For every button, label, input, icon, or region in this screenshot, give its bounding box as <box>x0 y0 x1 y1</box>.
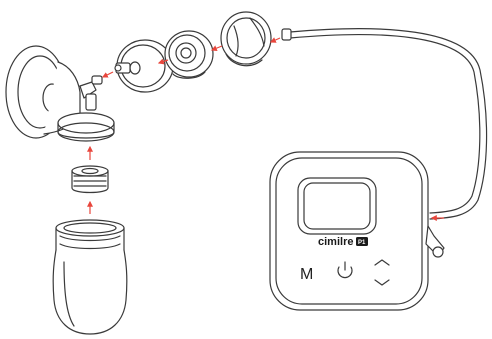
arrow-cover-to-diaphragm <box>210 45 223 52</box>
power-icon[interactable] <box>337 261 353 279</box>
model-badge <box>356 237 368 246</box>
chevron-up-icon[interactable] <box>374 259 390 266</box>
silicone-diaphragm <box>164 30 214 79</box>
milk-bottle <box>52 219 128 335</box>
arrow-tube-to-cover <box>269 37 281 43</box>
breast-shield <box>5 45 115 142</box>
air-tube-inner <box>289 33 481 214</box>
valve-connector <box>114 39 174 93</box>
chevron-down-icon[interactable] <box>374 279 390 286</box>
model-label: P1 <box>358 240 366 246</box>
tube-end <box>281 28 292 41</box>
duckbill-valve <box>71 165 109 194</box>
diaphragm-cover <box>220 11 272 67</box>
air-tube <box>289 28 488 220</box>
brand-label: cimilre <box>318 236 353 248</box>
pump-main-unit <box>269 151 445 311</box>
mode-button[interactable]: M <box>300 266 313 283</box>
arrow-diaphragm-to-connector <box>157 58 169 65</box>
arrow-connector-to-shield <box>101 71 114 78</box>
